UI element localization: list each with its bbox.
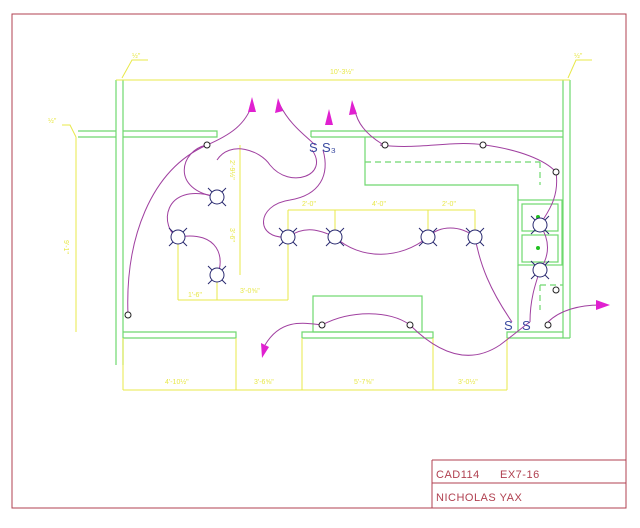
course-label: CAD114	[436, 469, 480, 481]
light-fixture-icon	[207, 265, 227, 285]
light-fixture-icon	[325, 227, 345, 247]
dim-wall-side: ½"	[48, 117, 57, 125]
arrow-icon	[349, 100, 357, 115]
light-fixture-icon	[530, 260, 550, 280]
title-block	[431, 459, 626, 508]
ceiling-lights	[168, 187, 550, 285]
light-fixture-icon	[207, 187, 227, 207]
dim-overall-top: 10'-3½"	[330, 68, 354, 76]
light-fixture-icon	[278, 227, 298, 247]
switch-three-way: S₃	[322, 140, 336, 155]
arrow-icon	[275, 98, 283, 113]
walls	[78, 80, 571, 365]
dim-row-c: 2'-0"	[442, 201, 456, 208]
drawing-border	[11, 13, 627, 509]
light-fixture-icon	[465, 227, 485, 247]
sink-drain-icon	[536, 246, 540, 250]
switch-single: S	[522, 318, 531, 333]
receptacle-icon	[203, 141, 211, 149]
dim-base-4: 3'-0½"	[458, 378, 478, 386]
light-fixture-icon	[530, 215, 550, 235]
receptacle-icon	[552, 168, 560, 176]
dim-left-vertical: 9'-1"	[62, 240, 69, 254]
switch-single: S	[504, 318, 513, 333]
home-run-arrows	[248, 97, 610, 358]
receptacle-icon	[381, 141, 389, 149]
arrow-icon	[325, 109, 333, 125]
author-label: NICHOLAS YAX	[436, 492, 522, 504]
dim-base-3: 5'-7⅝"	[354, 379, 374, 386]
switch-single: S	[309, 140, 318, 155]
receptacle-icon	[124, 311, 132, 319]
arrow-icon	[261, 343, 269, 358]
receptacles	[124, 141, 560, 329]
dim-bottom-a: 1'-6"	[188, 292, 202, 299]
arrow-icon	[248, 97, 256, 112]
light-fixture-icon	[418, 227, 438, 247]
dim-row-a: 2'-0"	[302, 201, 316, 208]
receptacle-icon	[552, 286, 560, 294]
dim-row-b: 4'-0"	[372, 201, 386, 208]
light-fixture-icon	[168, 227, 188, 247]
dim-wall-right: ½"	[574, 52, 583, 60]
exercise-label: EX7-16	[500, 469, 540, 481]
dim-base-1: 4'-10½"	[165, 378, 189, 386]
dim-bottom-b: 3'-0⅝"	[240, 288, 260, 295]
receptacle-icon	[406, 321, 414, 329]
receptacle-icon	[544, 321, 552, 329]
dim-base-2: 3'-6⅝"	[254, 379, 274, 386]
receptacle-icon	[318, 321, 326, 329]
dim-light-a: 2'-9½"	[228, 160, 236, 180]
dim-light-b: 3'-6"	[228, 228, 235, 242]
dim-wall-left: ½"	[132, 52, 141, 60]
arrow-icon	[596, 300, 610, 310]
dimension-lines	[62, 59, 592, 391]
receptacle-icon	[479, 141, 487, 149]
